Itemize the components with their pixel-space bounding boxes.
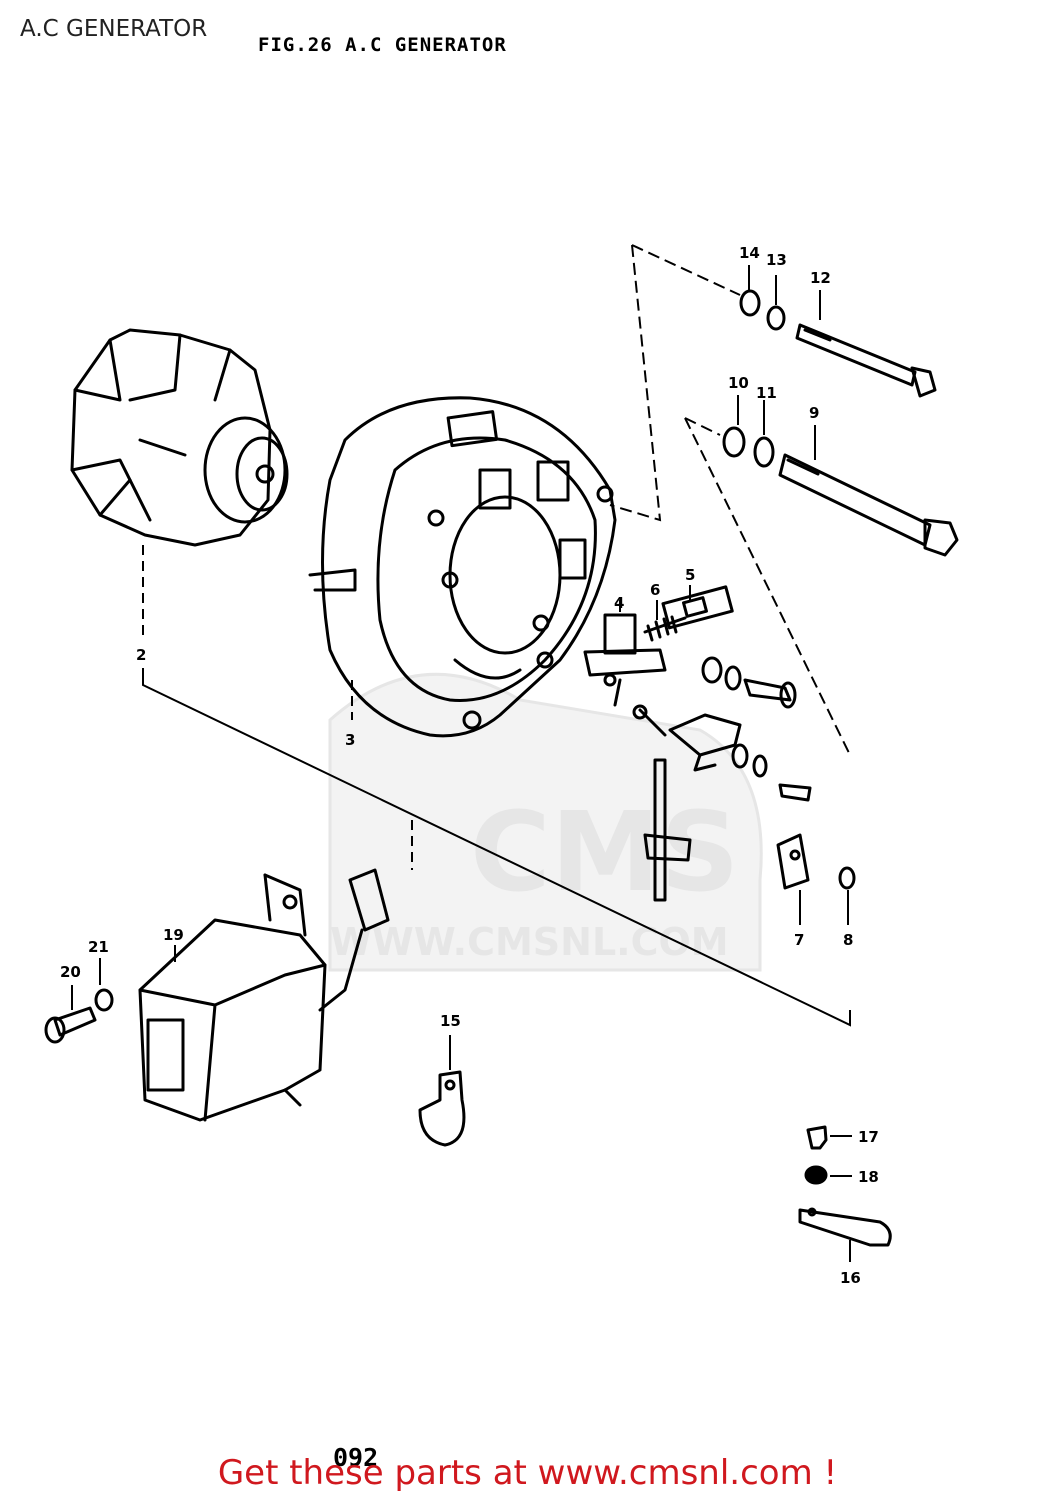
- washer-10: [722, 426, 746, 458]
- label-5: 5: [685, 566, 695, 584]
- label-9: 9: [809, 404, 819, 422]
- page-title: A.C GENERATOR: [20, 16, 208, 42]
- figure-title: FIG.26 A.C GENERATOR: [258, 34, 507, 56]
- screw-17: [806, 1125, 828, 1150]
- label-16: 16: [840, 1269, 861, 1287]
- label-21: 21: [88, 938, 109, 956]
- label-7: 7: [794, 931, 804, 949]
- brush-screws: [701, 656, 812, 802]
- label-17: 17: [858, 1128, 879, 1146]
- brush-holder: [583, 585, 734, 707]
- washer-21: [94, 988, 114, 1012]
- washer-8: [838, 866, 856, 890]
- washer-18: [804, 1165, 828, 1185]
- label-13: 13: [766, 251, 787, 269]
- label-8: 8: [843, 931, 853, 949]
- bolt-20: [44, 1006, 97, 1044]
- label-19: 19: [163, 926, 184, 944]
- watermark-url: WWW.CMSNL.COM: [330, 920, 729, 964]
- cmsnl-watermark: CMS WWW.CMSNL.COM: [328, 672, 763, 972]
- label-15: 15: [440, 1012, 461, 1030]
- regulator-19: [138, 873, 327, 1122]
- bolt-9: [778, 453, 959, 557]
- page-number: 092: [333, 1443, 379, 1472]
- buy-parts-link[interactable]: Get these parts at www.cmsnl.com !: [217, 1453, 838, 1493]
- label-3: 3: [345, 731, 355, 749]
- label-4: 4: [614, 594, 624, 612]
- label-2: 2: [136, 646, 146, 664]
- label-12: 12: [810, 269, 831, 287]
- plate-16: [798, 1207, 892, 1247]
- connector: [318, 868, 390, 1012]
- label-18: 18: [858, 1168, 879, 1186]
- label-14: 14: [739, 244, 760, 262]
- rotor: [70, 328, 289, 547]
- washer-11: [753, 436, 775, 468]
- bolt-12: [795, 323, 937, 398]
- washer-13: [766, 305, 786, 331]
- leader-lines: [71, 244, 852, 1262]
- stator: [308, 396, 617, 738]
- label-20: 20: [60, 963, 81, 981]
- washer-14: [739, 289, 761, 317]
- clamp-15: [418, 1070, 466, 1147]
- label-6: 6: [650, 581, 660, 599]
- label-10: 10: [728, 374, 749, 392]
- watermark-logo: CMS: [470, 788, 739, 916]
- bracket-7: [776, 833, 810, 890]
- part-labels: 2 3 4 5 6 7 8 9 10 11 12 13 14 15 16 17 …: [60, 244, 879, 1287]
- label-11: 11: [756, 384, 777, 402]
- wiring-harness: [632, 704, 742, 902]
